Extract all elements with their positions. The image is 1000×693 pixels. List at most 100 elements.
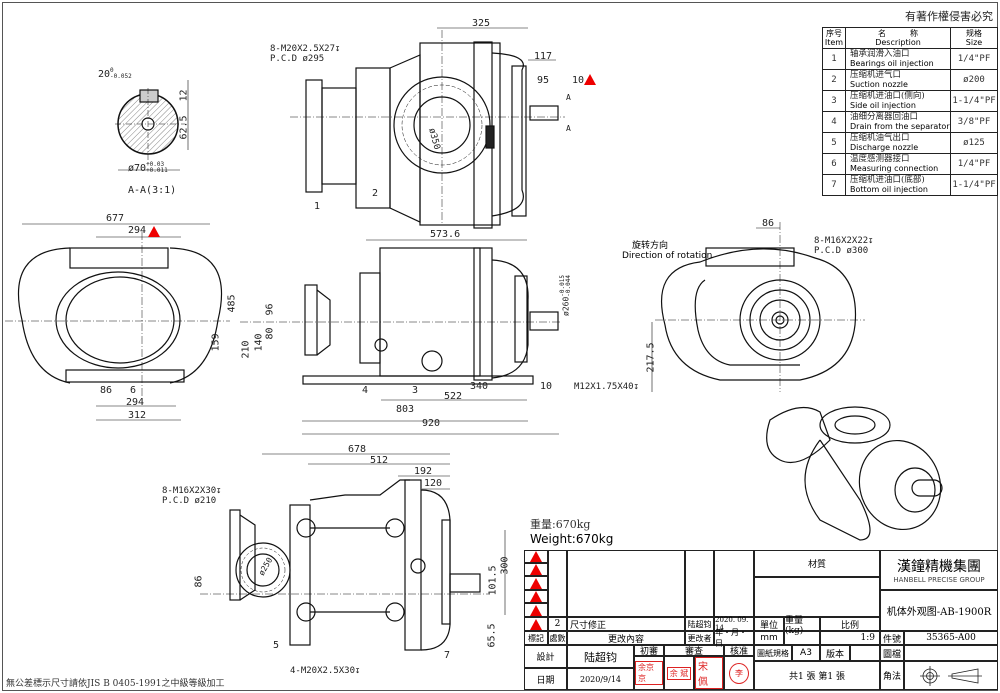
dim-920: 920 bbox=[422, 418, 441, 429]
leader-4: 4 bbox=[362, 385, 369, 396]
dim-10-side: 10 bbox=[540, 381, 553, 392]
dim-340: 340 bbox=[470, 381, 489, 392]
designer: 陆超钧 bbox=[567, 645, 634, 668]
radius-dim: 62.5 bbox=[178, 115, 190, 140]
rev-mark-2 bbox=[524, 603, 548, 617]
dim-159: 159 bbox=[210, 333, 222, 352]
shaft-dia-value: ø70 bbox=[128, 163, 147, 174]
header-desc-en: Description bbox=[875, 38, 921, 47]
design-label: 設計 bbox=[524, 645, 567, 668]
leader-2: 2 bbox=[372, 188, 379, 199]
part-name-en: Drain from the separator bbox=[850, 122, 950, 131]
scale-label: 比例 bbox=[820, 617, 880, 631]
company-block: 漢鐘精機集團 HANBELL PRECISE GROUP bbox=[880, 550, 998, 590]
section-label: A-A(3:1) bbox=[128, 185, 177, 196]
dim-300: 300 bbox=[499, 556, 511, 575]
part-name-cn: 压缩机油气出口 bbox=[850, 133, 910, 143]
shaft-tol-lower: -0.044 bbox=[565, 275, 572, 297]
dia-tol-lower: +0.011 bbox=[146, 167, 168, 174]
stamp-cell-4: 李 bbox=[724, 656, 754, 690]
stamp-cell-3: 宋 佩 bbox=[694, 656, 724, 690]
dim-485: 485 bbox=[226, 294, 238, 313]
rev-header-content: 更改內容 bbox=[567, 631, 685, 645]
flange-callout: 8-M20X2.5X27↧ bbox=[270, 44, 341, 54]
leader-5: 5 bbox=[273, 640, 280, 651]
part-size: 1/4"PF bbox=[950, 153, 998, 175]
rev-author: 陆超钧 bbox=[685, 617, 714, 631]
part-no-label: 件號 bbox=[880, 631, 904, 645]
approve-label: 核准 bbox=[724, 645, 754, 657]
dim-86-right: 86 bbox=[762, 218, 775, 229]
leader-1: 1 bbox=[314, 201, 321, 212]
stamp-cell-1: 余京京 bbox=[634, 656, 664, 690]
material-value bbox=[754, 577, 880, 617]
dim-65-5: 65.5 bbox=[486, 623, 498, 648]
dim-678: 678 bbox=[348, 444, 367, 455]
header-size-cn: 规格 bbox=[966, 29, 982, 38]
dim-117: 117 bbox=[534, 51, 553, 62]
revision-triangle-icon bbox=[530, 564, 542, 575]
reviewer-stamp-3: 宋 佩 bbox=[695, 657, 723, 689]
part-name-cn: 轴承润滑入油口 bbox=[850, 49, 910, 59]
shaft-dia-dim: ø70+0.03+0.011 bbox=[128, 161, 168, 175]
copyright-notice: 有著作權侵害必究 bbox=[905, 10, 993, 23]
dim-677: 677 bbox=[106, 213, 125, 224]
scale-value: 1:9 bbox=[820, 631, 880, 645]
unit-label: 單位 bbox=[754, 617, 784, 631]
dia-tol-upper: +0.03 bbox=[146, 161, 165, 168]
dim-312: 312 bbox=[128, 410, 147, 421]
key-width-dim: 200-0.052 bbox=[98, 68, 132, 81]
weight-note: 重量:670kg Weight:670kg bbox=[530, 516, 613, 546]
bottom-flange-pcd: P.C.D ø210 bbox=[162, 496, 217, 506]
part-name-en: Bearings oil injection bbox=[850, 59, 934, 68]
side-view bbox=[240, 239, 560, 435]
tolerance-note: 無公差標示尺寸請依JIS B 0405-1991之中級等級加工 bbox=[6, 679, 225, 689]
bottom-flange-callout: 8-M16X2X30↧ bbox=[162, 486, 222, 496]
header-size-en: Size bbox=[965, 38, 983, 47]
header-desc-cn: 名 称 bbox=[878, 29, 918, 38]
top-view bbox=[290, 27, 565, 229]
right-end-view bbox=[651, 222, 865, 392]
material-label: 材質 bbox=[754, 550, 880, 577]
company-name-en: HANBELL PRECISE GROUP bbox=[893, 576, 985, 584]
header-item-cn: 序号 bbox=[826, 29, 842, 38]
revision-triangle-icon bbox=[530, 618, 542, 630]
shaft-dia-260: ø260-0.015-0.044 bbox=[559, 275, 572, 316]
reviewer-stamp-2: 余 斌 bbox=[666, 666, 692, 680]
check2-label: 審查 bbox=[664, 645, 724, 657]
dim-96: 96 bbox=[264, 303, 276, 316]
rev-header-date: 年・月・日 bbox=[714, 628, 754, 648]
header-item-en: Item bbox=[824, 38, 844, 47]
rev-header-author: 更改者 bbox=[685, 631, 714, 645]
file-value bbox=[904, 645, 998, 661]
part-name-en: Side oil injection bbox=[850, 101, 916, 110]
dim-6: 6 bbox=[130, 385, 137, 396]
rev-content: 尺寸修正 bbox=[567, 617, 685, 631]
rotation-label: 旋转方向 Direction of rotation bbox=[622, 238, 712, 261]
dim-80: 80 bbox=[264, 327, 276, 340]
right-flange-pcd: P.C.D ø300 bbox=[814, 246, 869, 256]
version-label: 版本 bbox=[820, 645, 850, 661]
rev-header-count: 處數 bbox=[548, 631, 567, 645]
leader-3: 3 bbox=[412, 385, 419, 396]
company-name-cn: 漢鐘精機集團 bbox=[897, 559, 981, 575]
dim-140: 140 bbox=[253, 333, 265, 352]
bottom-view bbox=[200, 453, 506, 651]
title-block: 2 尺寸修正 陆超钧 2020. 09. 14 標記 處數 更改內容 更改者 年… bbox=[524, 550, 998, 690]
dim-86-bottom: 86 bbox=[193, 575, 205, 588]
rev-date: 2020. 09. 14 bbox=[714, 616, 754, 632]
rev-mark-6 bbox=[524, 550, 548, 563]
dim-294: 294 bbox=[126, 397, 145, 408]
part-name-cn: 压缩机进油口(侧向) bbox=[850, 91, 925, 101]
rev-mark-3 bbox=[524, 590, 548, 603]
dim-101-5: 101.5 bbox=[487, 565, 499, 596]
rotation-label-cn: 旋转方向 bbox=[632, 241, 669, 251]
dim-192: 192 bbox=[414, 466, 433, 477]
rev-content-empty bbox=[567, 550, 685, 617]
revision-triangle-icon bbox=[530, 577, 542, 589]
weight-value bbox=[784, 631, 820, 645]
